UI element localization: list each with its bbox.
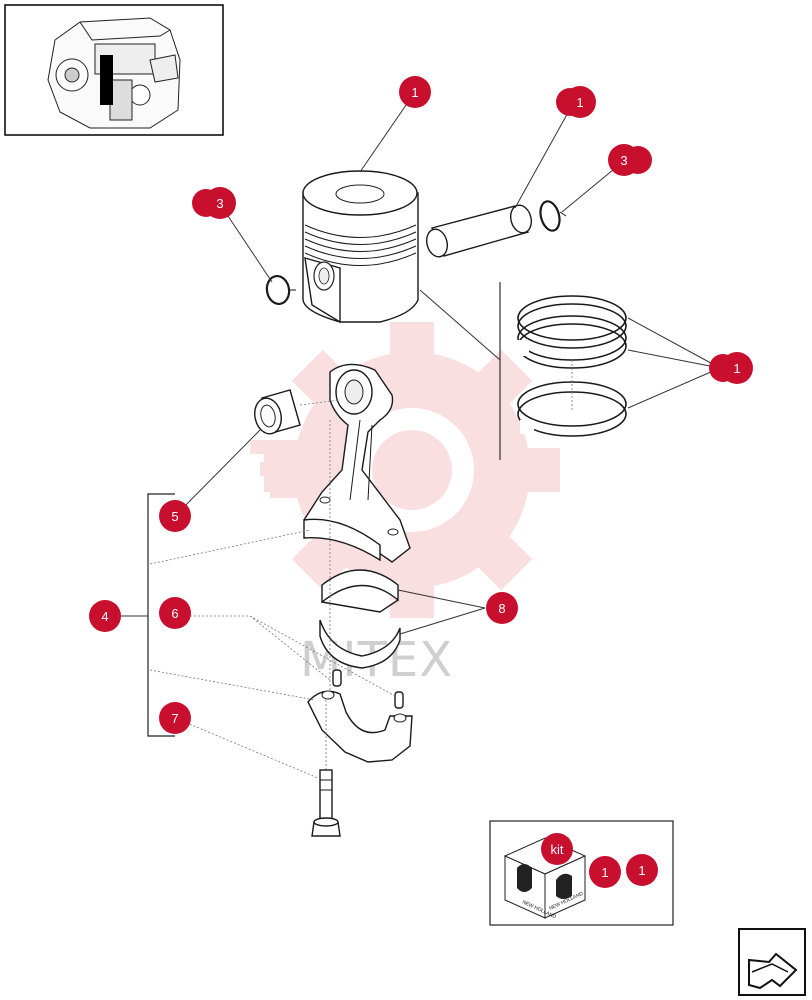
callout-kit-a[interactable]: 1	[589, 856, 621, 888]
piston-rings	[419, 282, 627, 460]
next-page-arrow-icon	[748, 952, 798, 990]
snap-ring-right	[539, 200, 567, 232]
callout-bolt-label: 7	[171, 711, 178, 726]
callout-piston-rings[interactable]: 1	[709, 352, 753, 384]
callout-bushing-label: 5	[171, 509, 178, 524]
kit-label-badge[interactable]: kit	[541, 833, 573, 865]
callout-snap-ring-right[interactable]: 3	[608, 144, 652, 176]
kit-box[interactable]: NEW HOLLAND NEW HOLLAND kit 1 1	[489, 820, 674, 926]
piston	[302, 170, 419, 324]
engine-icon	[47, 17, 181, 129]
callout-kit-b[interactable]: 1	[626, 854, 658, 886]
callout-piston-label: 1	[411, 85, 418, 100]
rod-cap	[307, 690, 413, 770]
bearing-shells	[319, 560, 401, 700]
snap-ring-left	[265, 274, 296, 306]
callout-kit-a-label: 1	[601, 865, 608, 880]
kit-label-text: kit	[551, 842, 564, 857]
engine-thumbnail[interactable]	[4, 4, 224, 136]
callout-piston-pin-label: 1	[576, 95, 583, 110]
callout-assembly[interactable]: 4	[89, 600, 121, 632]
callout-bearing-label: 8	[498, 601, 505, 616]
piston-pin	[425, 204, 533, 258]
callout-piston-rings-label: 1	[733, 361, 740, 376]
callout-assembly-label: 4	[101, 609, 108, 624]
dowel-pins	[332, 669, 404, 709]
callout-bolt[interactable]: 7	[159, 702, 191, 734]
callout-snap-ring-left[interactable]: 3	[192, 187, 236, 219]
callout-kit-b-label: 1	[638, 863, 645, 878]
leader-lines	[120, 91, 721, 779]
callout-bearing[interactable]: 8	[486, 592, 518, 624]
callout-dowel[interactable]: 6	[159, 597, 191, 629]
engine-location-marker	[100, 55, 113, 105]
callout-piston[interactable]: 1	[399, 76, 431, 108]
rod-bolt	[311, 769, 341, 837]
callout-dowel-label: 6	[171, 606, 178, 621]
next-page-button[interactable]	[738, 928, 806, 996]
callout-snap-ring-left-label: 3	[216, 196, 223, 211]
connecting-rod	[303, 363, 411, 563]
small-end-bushing	[254, 389, 341, 435]
watermark-gear	[250, 322, 560, 618]
callout-piston-pin[interactable]: 1	[556, 86, 596, 118]
callout-bushing[interactable]: 5	[159, 500, 191, 532]
callout-snap-ring-right-label: 3	[620, 153, 627, 168]
